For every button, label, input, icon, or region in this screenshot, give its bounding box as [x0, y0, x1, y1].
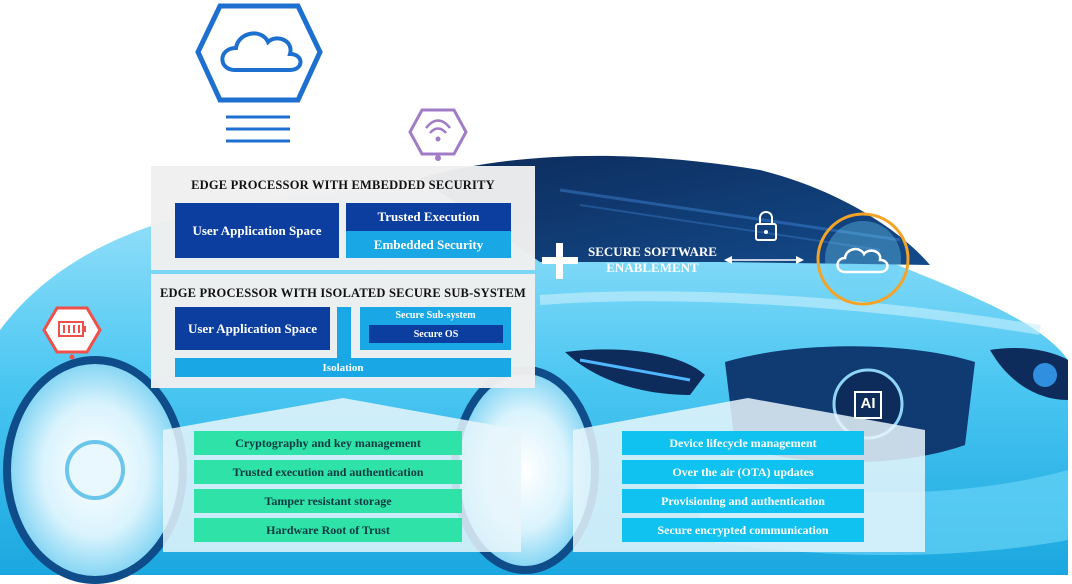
headlight-right	[990, 348, 1068, 400]
embedded-security-block: Embedded Security	[346, 231, 511, 258]
lock-icon	[755, 211, 777, 241]
headlight-left	[565, 349, 705, 395]
embedded-security-panel: EDGE PROCESSOR WITH EMBEDDED SECURITY Us…	[151, 166, 535, 270]
feature-bar-right: Over the air (OTA) updates	[622, 460, 864, 484]
secure-os-block: Secure OS	[369, 325, 503, 343]
feature-bar-left: Trusted execution and authentication	[194, 460, 462, 484]
cloud-orange-ring-icon	[816, 212, 910, 306]
double-arrow-icon	[724, 256, 804, 264]
feature-bar-left: Tamper resistant storage	[194, 489, 462, 513]
feature-bar-right: Provisioning and authentication	[622, 489, 864, 513]
user-application-space-block: User Application Space	[175, 307, 330, 350]
wifi-hexagon-icon	[408, 108, 468, 161]
feature-bar-right: Secure encrypted communication	[622, 518, 864, 542]
secure-software-line1: SECURE SOFTWARE	[588, 244, 717, 259]
secure-software-label: SECURE SOFTWARE ENABLEMENT	[580, 244, 725, 276]
user-application-space-block: User Application Space	[175, 203, 339, 258]
isolation-bar: Isolation	[175, 358, 511, 377]
secure-software-line2: ENABLEMENT	[606, 260, 699, 275]
battery-hexagon-icon	[42, 306, 102, 360]
ai-chip-label: AI	[860, 395, 876, 412]
trusted-execution-block: Trusted Execution	[346, 203, 511, 231]
panel-title: EDGE PROCESSOR WITH ISOLATED SECURE SUB-…	[159, 286, 527, 300]
windshield	[420, 155, 930, 265]
feature-bar-right: Device lifecycle management	[622, 431, 864, 455]
feature-bar-left: Hardware Root of Trust	[194, 518, 462, 542]
isolated-subsystem-panel: EDGE PROCESSOR WITH ISOLATED SECURE SUB-…	[151, 274, 535, 388]
feature-bar-left: Cryptography and key management	[194, 431, 462, 455]
cloud-hexagon-icon	[195, 3, 323, 143]
panel-title: EDGE PROCESSOR WITH EMBEDDED SECURITY	[191, 178, 495, 192]
plus-icon	[542, 243, 578, 279]
isolation-divider	[337, 307, 351, 358]
